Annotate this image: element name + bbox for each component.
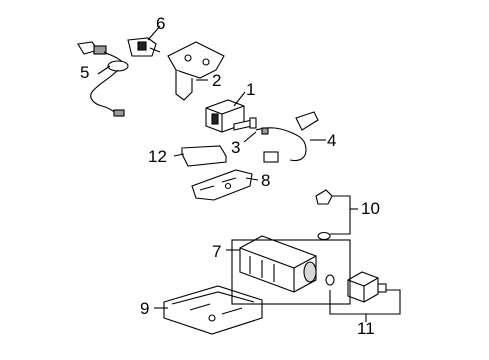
callout-5: 5 [80,63,90,82]
callout-8: 8 [261,171,271,190]
filter-element-icon [181,145,227,167]
callout-4: 4 [327,131,337,150]
sensor-harness-icon [255,111,319,163]
callout-9: 9 [140,299,150,318]
vent-valve-icon [347,271,387,303]
callout-1: 1 [246,80,256,99]
callout-11: 11 [357,319,375,338]
callout-3: 3 [231,138,241,157]
mounting-bracket-icon [167,41,225,101]
connector-clip-icon [127,37,161,57]
callout-10: 10 [361,199,380,218]
leader-lines [97,25,401,322]
bolt-icon [233,117,257,131]
callout-12: 12 [148,147,167,166]
clip-and-grommet-icon [315,189,333,241]
callout-7: 7 [212,242,222,261]
charcoal-canister-icon [239,235,335,293]
callout-6: 6 [156,14,166,33]
oxygen-sensor-icon [77,41,129,117]
callout-2: 2 [212,71,222,90]
canister-tray-icon [163,285,263,335]
canister-bracket-icon [191,169,253,201]
